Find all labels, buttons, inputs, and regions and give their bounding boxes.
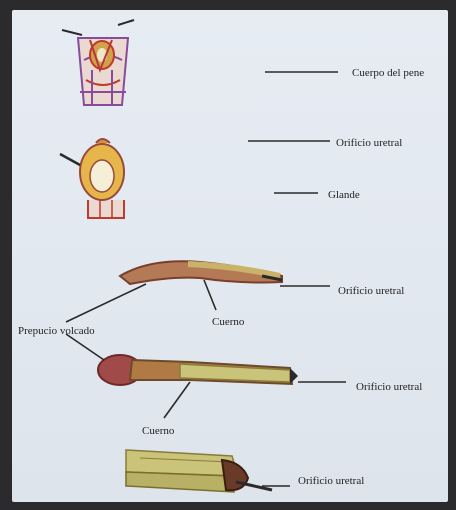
leader-line-cuerno-2 [164, 382, 190, 418]
label-orificio-uretral-2: Orificio uretral [338, 285, 404, 297]
label-orificio-uretral-3: Orificio uretral [356, 381, 422, 393]
penis-body-section-drawing [62, 20, 134, 105]
leader-line-prepucio-2 [66, 334, 104, 360]
label-cuerno-1: Cuerno [212, 316, 245, 328]
label-cuerno-2: Cuerno [142, 425, 175, 437]
label-orificio-uretral-1: Orificio uretral [336, 137, 402, 149]
label-cuerpo-del-pene: Cuerpo del pene [352, 67, 424, 79]
glans-drawing [60, 139, 124, 218]
shaft-drawing-1 [120, 261, 282, 284]
label-orificio-uretral-4: Orificio uretral [298, 475, 364, 487]
label-prepucio-volcado: Prepucio volcado [18, 325, 95, 337]
label-glande: Glande [328, 189, 360, 201]
leader-line-prepucio-1 [66, 284, 146, 322]
shaft-drawing-2 [98, 355, 298, 385]
shaft-drawing-3 [126, 450, 272, 492]
leader-line-cuerno-1 [204, 280, 216, 310]
